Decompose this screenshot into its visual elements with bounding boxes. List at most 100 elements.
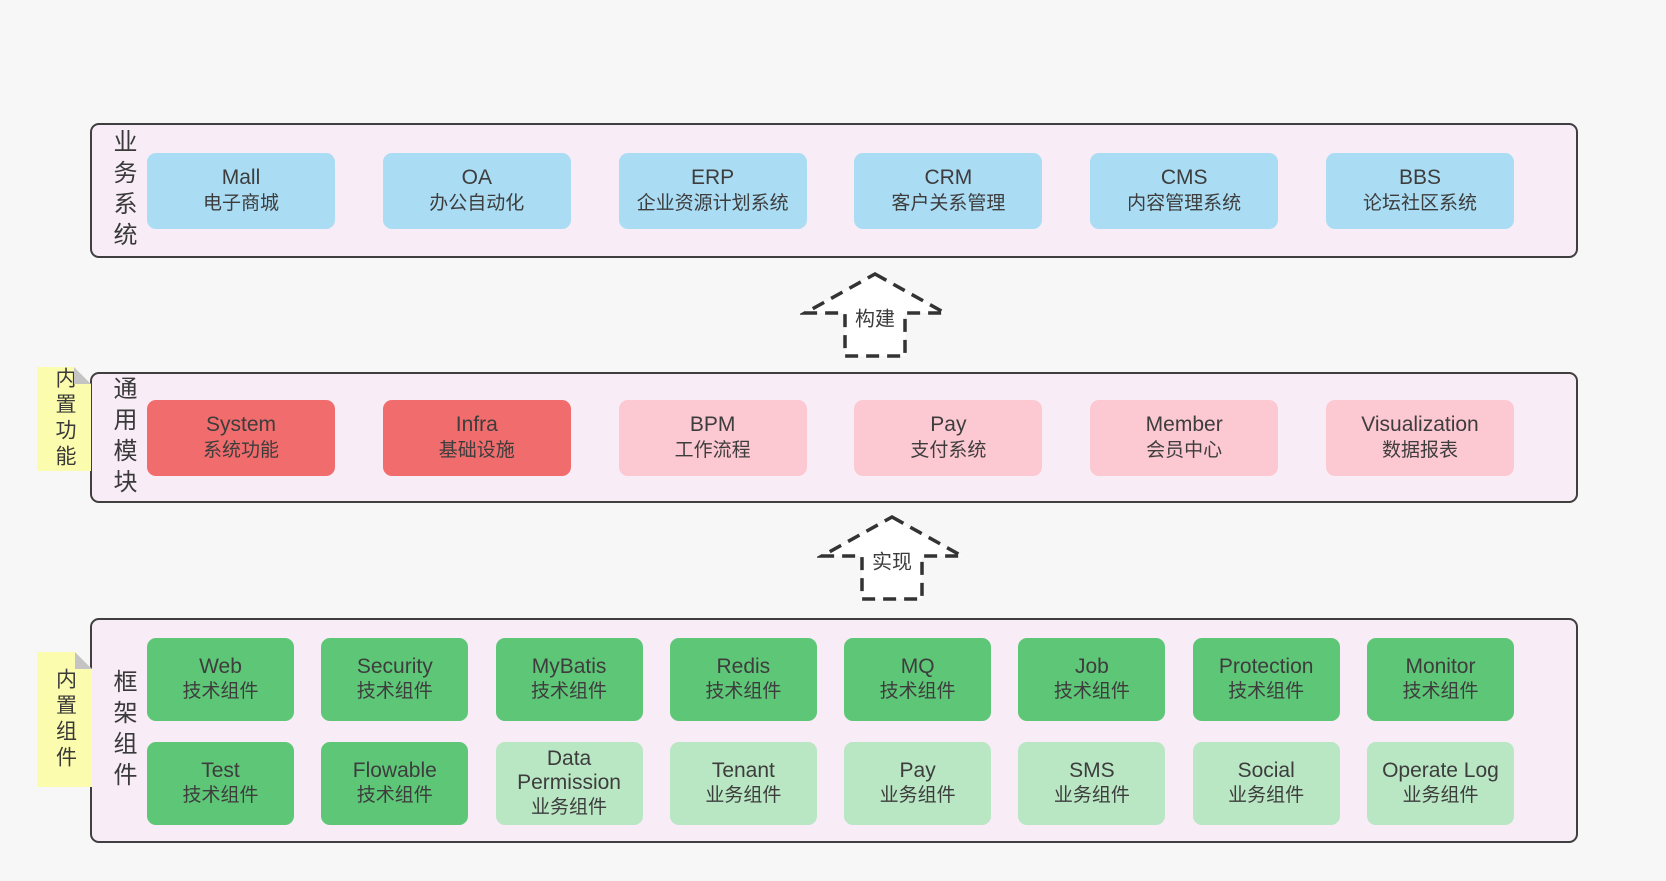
box-subtitle: 技术组件: [182, 785, 259, 806]
box-title: System: [205, 412, 276, 436]
box-member: Member 会员中心: [1090, 399, 1279, 476]
box-title: Job: [1074, 655, 1109, 678]
box-subtitle: 技术组件: [182, 681, 259, 702]
box-operate-log: Operate Log 业务组件: [1366, 742, 1514, 825]
box-security: Security 技术组件: [321, 638, 469, 721]
box-test: Test 技术组件: [147, 742, 294, 825]
box-subtitle: 办公自动化: [429, 192, 525, 214]
box-title: Flowable: [352, 759, 437, 782]
box-protection: Protection 技术组件: [1192, 638, 1340, 721]
box-subtitle: 系统功能: [202, 439, 279, 461]
box-redis: Redis 技术组件: [669, 638, 817, 721]
box-subtitle: 技术组件: [1053, 681, 1130, 702]
box-pay-component: Pay 业务组件: [844, 742, 992, 825]
box-data-permission: Data Permission 业务组件: [495, 742, 643, 825]
box-visualization: Visualization 数据报表: [1325, 399, 1514, 476]
box-title: Visualization: [1361, 412, 1479, 436]
box-mq: MQ 技术组件: [844, 638, 992, 721]
built-in-components-label: 内置组件: [53, 667, 77, 772]
box-title: Test: [201, 759, 240, 782]
box-system: System 系统功能: [147, 399, 335, 476]
sticky-fold-corner: [74, 367, 91, 384]
built-in-features-label: 内置功能: [53, 367, 76, 471]
box-title: BPM: [689, 412, 736, 436]
box-title: BBS: [1398, 165, 1441, 189]
box-subtitle: 内容管理系统: [1127, 192, 1242, 214]
box-subtitle: 业务组件: [1228, 785, 1305, 806]
box-title: Pay: [930, 412, 967, 436]
box-title: Pay: [899, 759, 936, 782]
box-subtitle: 技术组件: [356, 681, 433, 702]
framework-components-row-2: Test 技术组件 Flowable 技术组件 Data Permission …: [147, 742, 1514, 825]
built-in-components-sticky-note: 内置组件: [37, 652, 92, 787]
box-title: Protection: [1218, 655, 1314, 678]
box-job: Job 技术组件: [1018, 638, 1166, 721]
box-subtitle: 支付系统: [910, 439, 987, 461]
box-title: Security: [356, 655, 433, 678]
box-title: Web: [199, 655, 242, 678]
box-subtitle: 技术组件: [531, 681, 608, 702]
box-title: MQ: [900, 655, 935, 678]
box-title: MyBatis: [531, 655, 607, 678]
box-title: Infra: [455, 412, 498, 436]
implement-arrow-label: 实现: [869, 544, 915, 576]
box-subtitle: 业务组件: [1402, 785, 1479, 806]
box-bbs: BBS 论坛社区系统: [1325, 152, 1514, 229]
box-mybatis: MyBatis 技术组件: [495, 638, 643, 721]
box-social: Social 业务组件: [1192, 742, 1340, 825]
box-title: Data Permission: [517, 747, 621, 794]
box-subtitle: 工作流程: [674, 439, 751, 461]
box-erp: ERP 企业资源计划系统: [618, 152, 807, 229]
box-title: CRM: [924, 165, 973, 189]
box-flowable: Flowable 技术组件: [321, 742, 469, 825]
box-title: Mall: [221, 165, 261, 189]
box-title: Monitor: [1405, 655, 1476, 678]
common-modules-row: System 系统功能 Infra 基础设施 BPM 工作流程 Pay 支付系统…: [147, 399, 1514, 476]
box-title: SMS: [1069, 759, 1115, 782]
box-title: CMS: [1160, 165, 1208, 189]
box-pay-module: Pay 支付系统: [854, 399, 1043, 476]
box-title: Redis: [716, 655, 771, 678]
box-oa: OA 办公自动化: [382, 152, 571, 229]
common-modules-label: 通用模块: [109, 375, 136, 500]
box-subtitle: 业务组件: [879, 785, 956, 806]
business-systems-row: Mall 电子商城 OA 办公自动化 ERP 企业资源计划系统 CRM 客户关系…: [147, 152, 1514, 229]
box-subtitle: 客户关系管理: [891, 192, 1006, 214]
implement-arrow: 实现: [817, 514, 967, 602]
box-title: Social: [1237, 759, 1295, 782]
framework-components-layer: 框架组件 Web 技术组件 Security 技术组件 MyBatis 技术组件…: [90, 618, 1578, 843]
box-title: Member: [1145, 412, 1223, 436]
box-subtitle: 技术组件: [705, 681, 782, 702]
build-arrow: 构建: [800, 271, 950, 359]
box-title: OA: [461, 165, 492, 189]
box-title: Tenant: [711, 759, 775, 782]
box-subtitle: 业务组件: [531, 797, 608, 818]
box-sms: SMS 业务组件: [1018, 742, 1166, 825]
box-infra: Infra 基础设施: [382, 399, 571, 476]
box-subtitle: 企业资源计划系统: [636, 192, 789, 214]
box-subtitle: 数据报表: [1381, 439, 1458, 461]
box-subtitle: 基础设施: [438, 439, 515, 461]
box-bpm: BPM 工作流程: [618, 399, 807, 476]
box-title: Operate Log: [1382, 759, 1499, 782]
box-subtitle: 论坛社区系统: [1362, 192, 1477, 214]
box-subtitle: 技术组件: [356, 785, 433, 806]
box-subtitle: 技术组件: [1228, 681, 1305, 702]
box-subtitle: 电子商城: [202, 192, 279, 214]
box-subtitle: 技术组件: [879, 681, 956, 702]
business-systems-layer: 业务系统 Mall 电子商城 OA 办公自动化 ERP 企业资源计划系统 CRM…: [90, 123, 1578, 258]
box-web: Web 技术组件: [147, 638, 294, 721]
box-subtitle: 会员中心: [1146, 439, 1223, 461]
box-title: ERP: [691, 165, 735, 189]
built-in-features-sticky-note: 内置功能: [37, 367, 91, 471]
box-subtitle: 技术组件: [1402, 681, 1479, 702]
box-tenant: Tenant 业务组件: [669, 742, 817, 825]
box-monitor: Monitor 技术组件: [1366, 638, 1514, 721]
build-arrow-label: 构建: [852, 301, 898, 333]
box-crm: CRM 客户关系管理: [854, 152, 1043, 229]
box-cms: CMS 内容管理系统: [1090, 152, 1279, 229]
box-mall: Mall 电子商城: [147, 152, 335, 229]
box-subtitle: 业务组件: [1053, 785, 1130, 806]
business-systems-label: 业务系统: [109, 128, 136, 253]
